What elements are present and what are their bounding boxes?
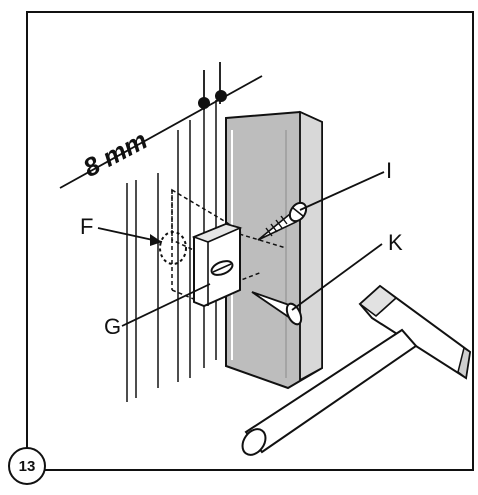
dimension-dot-left <box>198 97 210 109</box>
mounting-bracket-icon <box>191 222 243 308</box>
figure-frame <box>26 11 474 471</box>
callout-arrowhead-f <box>150 234 162 246</box>
callout-i: I <box>386 158 392 183</box>
dimension-label: 8 mm <box>78 125 152 183</box>
nail-icon <box>251 291 303 326</box>
dimension-dot-right <box>215 90 227 102</box>
callout-k: K <box>388 230 403 255</box>
callout-f: F <box>80 214 93 239</box>
step-number: 13 <box>19 458 36 475</box>
step-badge: 13 <box>8 447 46 485</box>
cabinet-side-panel <box>126 100 217 402</box>
hammer-icon <box>241 284 472 456</box>
hole-marker <box>159 231 187 265</box>
callout-g: G <box>104 314 121 339</box>
screw-icon <box>257 201 308 241</box>
